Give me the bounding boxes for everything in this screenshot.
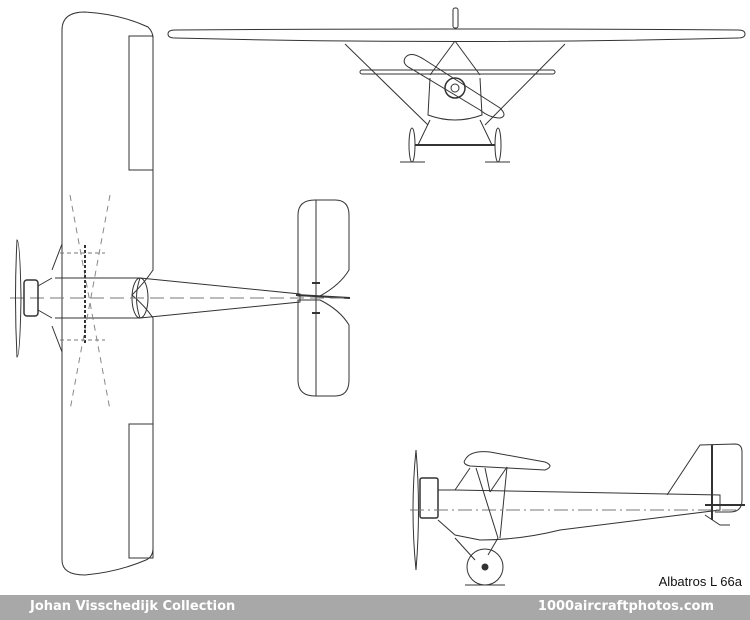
propeller-plan	[16, 240, 22, 357]
wing-planform	[62, 12, 153, 575]
fuselage-side	[438, 490, 720, 540]
upper-wing-front	[168, 29, 745, 42]
tailplane-lower	[298, 300, 349, 396]
footer-bar: Johan Visschedijk Collection 1000aircraf…	[0, 595, 750, 620]
three-view-drawing	[0, 0, 750, 595]
site-credit: 1000aircraftphotos.com	[537, 599, 714, 614]
aileron-upper	[129, 36, 153, 170]
drawing-caption: Albatros L 66a	[658, 574, 742, 589]
fin-rudder	[667, 444, 742, 512]
top-view	[10, 12, 350, 575]
aileron-lower	[129, 424, 153, 558]
tailplane-upper	[298, 200, 349, 296]
propeller-front	[404, 54, 504, 118]
propeller-side	[413, 450, 419, 570]
front-view	[168, 8, 745, 162]
fin-front	[453, 8, 458, 28]
collection-credit: Johan Visschedijk Collection	[30, 599, 236, 614]
upper-wing-side	[464, 452, 550, 470]
side-view	[410, 444, 745, 585]
